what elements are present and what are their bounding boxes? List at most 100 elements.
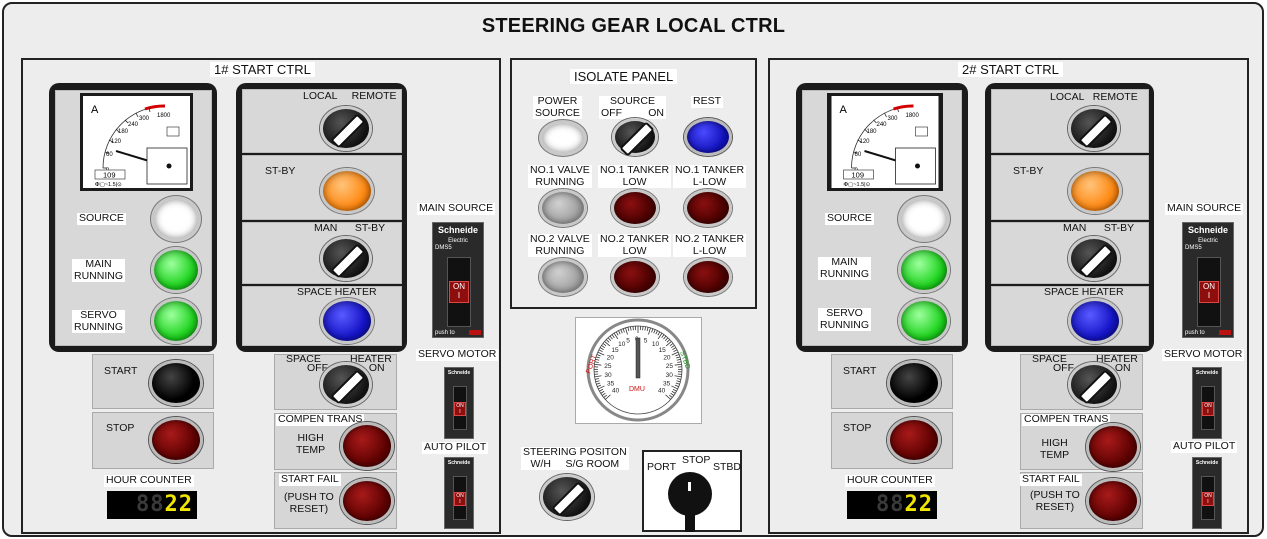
svg-text:60: 60: [855, 152, 862, 158]
svg-text:1800: 1800: [157, 113, 171, 119]
source-lamp: [151, 196, 201, 242]
steering-position-switch[interactable]: [540, 474, 594, 520]
svg-text:180: 180: [867, 129, 878, 135]
start-label: START: [104, 365, 138, 377]
stop-button[interactable]: [149, 417, 203, 463]
rudder-tick: [625, 327, 628, 335]
high-temp-lamp: [1086, 423, 1140, 471]
space-heater-lamp: [320, 298, 374, 344]
svg-text:300: 300: [888, 116, 899, 122]
power-source-lamp: [539, 120, 587, 156]
rudder-tick: [598, 385, 605, 390]
rudder-tick: [630, 326, 632, 331]
svg-text:120: 120: [860, 139, 871, 145]
space-heater-lamp: [1068, 298, 1122, 344]
rest-button[interactable]: [684, 118, 732, 156]
no2-tanker-low-label: NO.2 TANKER LOW: [598, 233, 672, 257]
start-fail-reset-button[interactable]: [1086, 478, 1140, 524]
power-source-label: POWER SOURCE: [533, 95, 582, 119]
rudder-tick: [599, 347, 604, 350]
rudder-tick: [644, 326, 646, 331]
no2-tanker-low-lamp: [611, 258, 659, 296]
rudder-tick: [657, 331, 661, 336]
stop-button[interactable]: [887, 417, 941, 463]
rudder-tick-label: 30: [666, 372, 674, 379]
no1-valve-lamp: [539, 189, 587, 227]
rudder-tick: [609, 335, 613, 340]
servo-running-lamp: [898, 298, 950, 344]
man-stby-switch[interactable]: [1068, 236, 1120, 281]
space-heater-label: SPACE HEATER: [297, 286, 377, 298]
isolate-source-switch[interactable]: [612, 118, 658, 156]
stop-position-label: STOP: [682, 454, 711, 466]
svg-text:A: A: [91, 104, 99, 116]
auto-pilot-breaker[interactable]: Schneide ON I: [444, 457, 474, 529]
no1-tanker-llow-lamp: [684, 189, 732, 227]
local-remote-label: LOCAL REMOTE: [1050, 91, 1138, 103]
rudder-tick-label: 30: [604, 372, 612, 379]
heater-switch-bottom-label: OFF ON: [1053, 362, 1131, 374]
main-source-breaker[interactable]: Schneide Electric DMS5 ON I push to: [1182, 222, 1234, 338]
start-button[interactable]: [887, 360, 941, 406]
space-heater-switch[interactable]: [1068, 362, 1120, 407]
rudder-tick: [668, 394, 673, 398]
local-remote-switch[interactable]: [1068, 106, 1120, 151]
main-source-label: MAIN SOURCE: [417, 202, 496, 215]
ammeter-dial: A 0 60 120 180 240 300 1800 109 ✠▢~1.5|⊙: [83, 96, 190, 188]
rudder-tick: [675, 354, 680, 357]
svg-text:109: 109: [852, 171, 865, 180]
main-running-label: MAIN RUNNING: [818, 256, 871, 280]
rudder-tick-label: 5: [644, 337, 648, 344]
source-label: SOURCE: [77, 212, 126, 225]
hour-counter-label: HOUR COUNTER: [845, 474, 935, 487]
push-reset-label: (PUSH TO RESET): [1030, 489, 1080, 513]
rudder-tick: [595, 358, 600, 361]
main-running-lamp: [898, 247, 950, 293]
servo-running-label: SERVO RUNNING: [72, 309, 125, 333]
rudder-tick: [601, 345, 606, 349]
port-position-label: PORT: [647, 461, 676, 473]
servo-running-lamp: [151, 298, 201, 344]
no2-valve-lamp: [539, 258, 587, 296]
rudder-tick: [598, 349, 603, 353]
steering-position-label: STEERING POSITON W/H S/G ROOM: [521, 446, 629, 470]
rudder-tick: [671, 390, 676, 394]
rudder-tick-label: 40: [612, 388, 620, 395]
rudder-tick: [665, 341, 672, 347]
rudder-tick: [597, 384, 602, 387]
high-temp-label: HIGH TEMP: [296, 432, 326, 456]
space-heater-switch[interactable]: [320, 362, 372, 407]
servo-running-label: SERVO RUNNING: [818, 307, 871, 331]
servo-motor-breaker[interactable]: Schneide ON I: [444, 367, 474, 439]
heater-switch-top-label: SPACE HEATER: [1032, 353, 1138, 365]
high-temp-lamp: [340, 422, 394, 470]
rudder-tick: [594, 363, 602, 366]
auto-pilot-breaker[interactable]: Schneide ON I: [1192, 457, 1222, 529]
man-stby-switch[interactable]: [320, 236, 372, 281]
rudder-tick: [674, 384, 679, 387]
svg-text:300: 300: [139, 116, 150, 122]
stby-label: ST-BY: [265, 165, 296, 177]
rudder-tick: [674, 375, 682, 378]
start-button[interactable]: [149, 360, 203, 406]
rudder-tick: [599, 388, 604, 392]
rudder-tick: [675, 382, 680, 385]
stop-label: STOP: [843, 422, 872, 434]
start-fail-reset-button[interactable]: [340, 478, 394, 524]
rudder-tick: [618, 330, 621, 335]
local-remote-switch[interactable]: [320, 106, 372, 151]
svg-text:1800: 1800: [906, 113, 920, 119]
rudder-tick: [605, 339, 610, 343]
svg-text:180: 180: [118, 129, 129, 135]
servo-motor-breaker[interactable]: Schneide ON I: [1192, 367, 1222, 439]
rudder-tick: [648, 327, 651, 335]
rudder-tick: [665, 394, 671, 400]
servo-motor-label: SERVO MOTOR: [1162, 348, 1245, 361]
rudder-tick: [669, 343, 674, 347]
rudder-tick-label: 35: [607, 380, 615, 387]
rudder-needle: [635, 337, 641, 379]
main-source-breaker[interactable]: Schneide Electric DMS5 ON I push to: [432, 222, 484, 338]
svg-text:240: 240: [877, 122, 888, 128]
push-reset-label: (PUSH TO RESET): [284, 491, 334, 515]
rudder-tick: [676, 378, 682, 380]
